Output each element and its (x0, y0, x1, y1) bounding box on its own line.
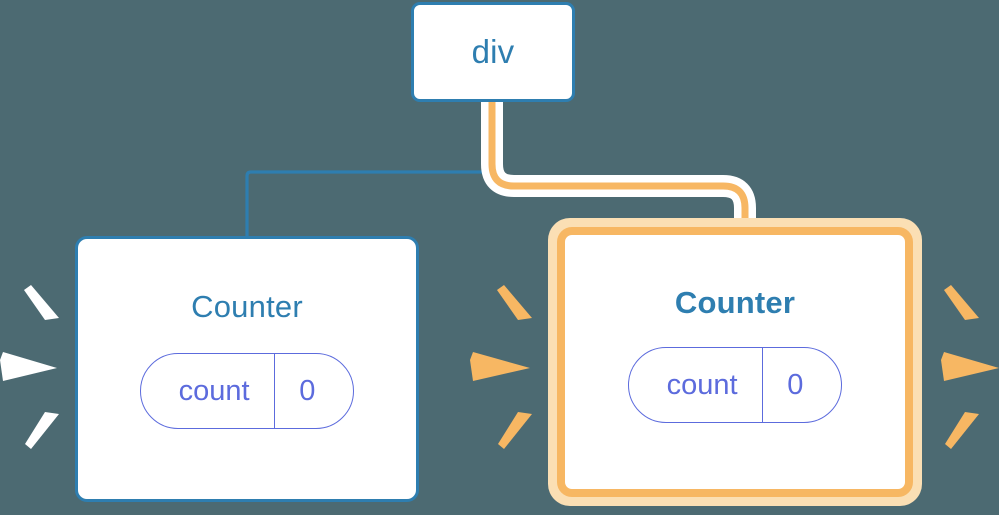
sparkle-left-of-left-counter (0, 285, 59, 449)
state-pill-divider-right (761, 348, 764, 422)
sparkle-right-of-left-counter (470, 285, 532, 449)
state-pill-wrapper-right: count 0 (627, 347, 843, 423)
edge-div-to-counter-right (488, 102, 749, 240)
node-div[interactable]: div (411, 2, 575, 102)
state-pill-right[interactable]: count 0 (627, 347, 843, 423)
node-counter-right-inner: Counter count 0 (557, 227, 913, 497)
node-counter-right-label: Counter (674, 285, 796, 320)
state-value-right: 0 (787, 368, 804, 401)
node-div-label: div (471, 33, 515, 70)
sparkle-right-of-right-counter (941, 285, 999, 449)
node-counter-left[interactable]: Counter count 0 (75, 236, 419, 502)
node-counter-left-label: Counter (191, 289, 303, 324)
state-pill-left[interactable]: count 0 (139, 353, 355, 429)
state-pill-divider-left (273, 354, 276, 428)
state-pill-wrapper-left: count 0 (139, 353, 355, 429)
state-value-left: 0 (299, 374, 316, 407)
node-counter-right[interactable]: Counter count 0 (548, 218, 922, 506)
state-name-left: count (178, 374, 250, 407)
state-name-right: count (666, 368, 738, 401)
